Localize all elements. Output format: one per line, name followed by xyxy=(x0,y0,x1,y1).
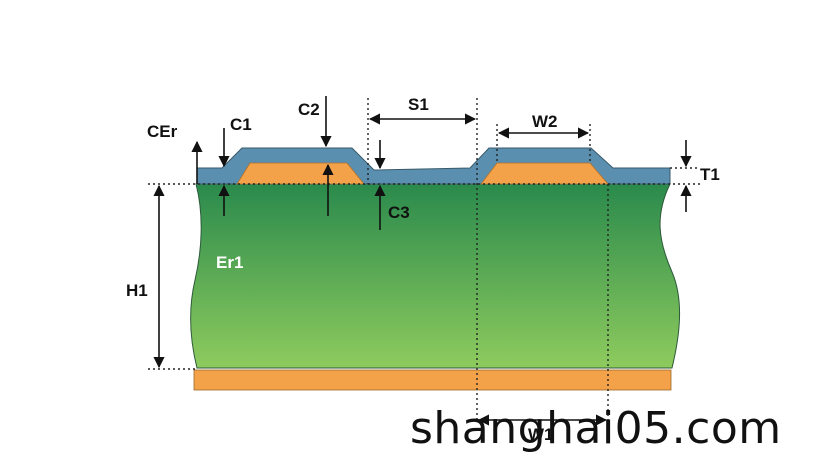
w2-label: W2 xyxy=(532,112,558,131)
er1-label: Er1 xyxy=(216,253,243,272)
watermark-text: shanghai05.com xyxy=(410,403,782,454)
h1-label: H1 xyxy=(126,281,148,300)
cer-label: CEr xyxy=(147,122,178,141)
s1-label: S1 xyxy=(408,95,429,114)
t1-label: T1 xyxy=(700,165,720,184)
dielectric-substrate xyxy=(190,183,680,369)
trace-right xyxy=(480,162,609,185)
trace-left xyxy=(236,162,365,185)
c3-label: C3 xyxy=(388,203,410,222)
c2-label: C2 xyxy=(298,100,320,119)
c1-label: C1 xyxy=(230,115,252,134)
ground-plane xyxy=(193,369,672,391)
w1-label: W1 xyxy=(528,425,554,444)
